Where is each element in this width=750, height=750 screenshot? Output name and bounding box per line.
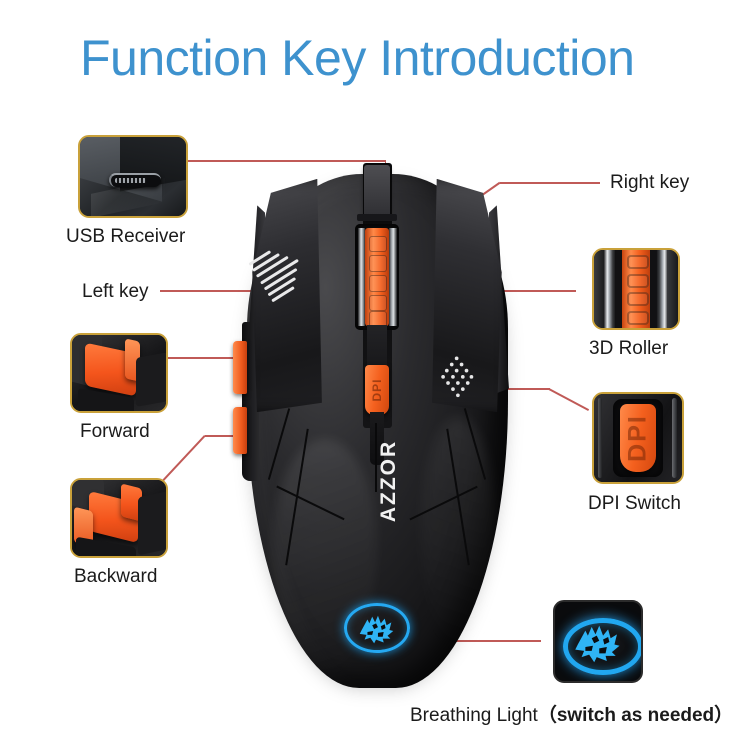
caption-breathing-light: Breathing Light（switch as needed） — [410, 700, 733, 727]
mouse-breathing-light-logo — [343, 602, 411, 654]
dpi-button-icon: DPI — [620, 403, 656, 473]
thumbnail-backward — [70, 478, 168, 558]
brand-logo-text: AZZOR — [377, 439, 400, 523]
caption-backward: Backward — [74, 566, 158, 587]
gaming-mouse-illustration: DPI AZZOR — [232, 163, 522, 693]
dpi-button-text: DPI — [623, 414, 652, 462]
mouse-dpi-label: DPI — [369, 378, 384, 402]
thumbnail-forward — [70, 333, 168, 413]
mouse-wolf-head-icon — [359, 615, 394, 644]
caption-left-key: Left key — [82, 281, 149, 302]
thumbnail-3d-roller — [592, 248, 680, 330]
leader-line-right-key-horizontal — [500, 182, 600, 184]
usb-port-icon — [108, 172, 162, 188]
mouse-dpi-switch[interactable]: DPI — [364, 365, 390, 416]
thumbnail-dpi-switch: DPI — [592, 392, 684, 484]
mouse-backward-side-button[interactable] — [233, 406, 247, 455]
mouse-scroll-wheel[interactable] — [364, 227, 390, 329]
leader-line-backward-horizontal — [205, 435, 242, 437]
breathing-light-note: （switch as needed） — [537, 705, 734, 726]
mouse-forward-side-button[interactable] — [233, 340, 247, 394]
leader-line-usb-receiver-horizontal — [188, 160, 386, 162]
caption-3d-roller: 3D Roller — [589, 338, 669, 359]
leader-line-left-key — [160, 290, 322, 292]
leader-line-dpi-switch-diagonal — [548, 388, 590, 411]
wolf-head-logo-icon — [575, 625, 620, 662]
breathing-light-label: Breathing Light — [410, 705, 538, 726]
thumbnail-usb-receiver — [78, 135, 188, 218]
thumbnail-breathing-light — [553, 600, 643, 683]
caption-forward: Forward — [80, 421, 150, 442]
right-button-dot-decal — [441, 356, 474, 397]
leader-line-forward — [168, 357, 240, 359]
caption-right-key: Right key — [610, 172, 690, 193]
caption-dpi-switch: DPI Switch — [588, 493, 681, 514]
page-title: Function Key Introduction — [80, 30, 635, 86]
caption-usb-receiver: USB Receiver — [66, 226, 186, 247]
leader-line-breathing-light — [404, 640, 541, 642]
